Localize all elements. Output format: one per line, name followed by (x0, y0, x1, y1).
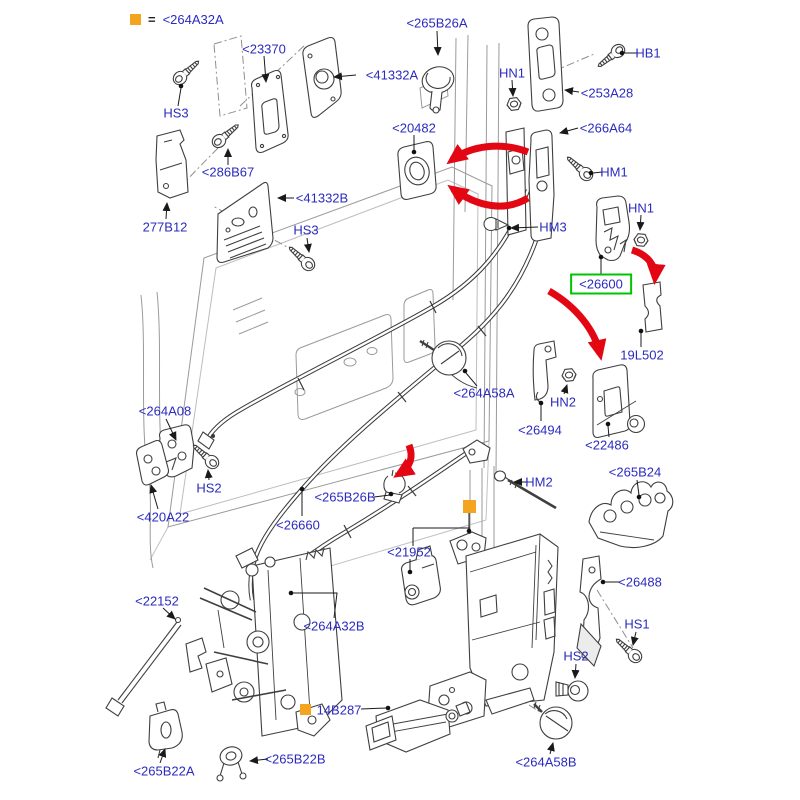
part-art-41332A (302, 36, 342, 118)
part-art-41332B (216, 181, 274, 264)
label-fastener-HS2-a: HS2 (196, 480, 222, 496)
part-art-264A58B (533, 701, 573, 740)
red-arrow-to-265B26B (393, 443, 416, 478)
legend-equals: = (148, 12, 156, 27)
part-art-hs2-b (555, 680, 589, 702)
part-art-265B26B (383, 469, 406, 504)
label-fastener-HM2: HM2 (525, 474, 553, 490)
label-part-26494: <26494 (518, 422, 562, 438)
part-art-hn1-b (632, 232, 650, 248)
part-art-hs1 (611, 634, 645, 666)
label-part-265B26B: <265B26B (314, 489, 376, 505)
parts-art (105, 16, 674, 782)
kit-marker-square-14B287 (300, 704, 311, 715)
label-part-41332B: <41332B (295, 190, 349, 206)
label-part-266A64: <266A64 (579, 120, 633, 136)
part-art-265B22A (148, 701, 183, 759)
red-arrow-to-grommet-upper (446, 142, 530, 165)
part-art-hs3-b (284, 242, 318, 274)
part-art-20482 (397, 141, 437, 200)
part-art-hm1 (562, 152, 596, 184)
part-art-hb1 (593, 41, 628, 72)
part-art-21952 (400, 545, 441, 606)
kit-legend: = <264A32A (130, 12, 224, 27)
part-art-hn1-a (505, 96, 523, 112)
part-art-264A58A (419, 339, 478, 389)
part-art-26488 (576, 555, 602, 668)
label-part-23370: <23370 (242, 41, 286, 57)
part-art-23370 (250, 69, 289, 154)
label-part-265B22B: <265B22B (264, 751, 326, 767)
part-art-26494 (532, 340, 557, 403)
leader-dots (178, 50, 644, 711)
part-art-253A28 (527, 16, 564, 112)
label-part-19L502: 19L502 (620, 347, 664, 363)
red-arrow-to-19L502 (630, 246, 666, 285)
label-part-265B24: <265B24 (608, 464, 662, 480)
label-part-265B22A: <265B22A (133, 763, 195, 779)
label-fastener-HS1: HS1 (624, 616, 650, 632)
part-art-19L502 (642, 281, 663, 333)
label-part-22486: <22486 (585, 437, 629, 453)
label-part-14B287: 14B287 (316, 702, 362, 718)
part-art-265B24 (588, 481, 674, 549)
label-part-277B12: 277B12 (142, 219, 188, 235)
label-fastener-HS3-b: HS3 (293, 222, 319, 238)
part-art-265B26A (421, 66, 455, 114)
label-legend-kit-part: <264A32A (162, 12, 224, 27)
part-art-266A64 (505, 127, 555, 242)
label-part-20482: <20482 (392, 120, 436, 136)
label-part-264A58B: <264A58B (515, 754, 577, 770)
part-art-hn2 (560, 367, 578, 383)
part-art-latch-assembly-264A32B (185, 547, 343, 737)
part-art-cable-crank (462, 439, 491, 464)
label-fastener-HN1-a: HN1 (498, 65, 526, 81)
label-part-22152: <22152 (135, 593, 179, 609)
red-arrows (393, 142, 666, 478)
part-art-22486 (592, 364, 646, 439)
label-fastener-HN2: HN2 (549, 394, 577, 410)
label-fastener-HS2-b: HS2 (563, 648, 589, 664)
label-fastener-HM3: HM3 (539, 219, 567, 235)
part-art-latch-unit-center (427, 525, 559, 729)
label-part-26660: <26660 (276, 517, 320, 533)
label-part-253A28: <253A28 (580, 85, 634, 101)
label-part-264A58A: <264A58A (453, 385, 515, 401)
part-art-hm3 (483, 216, 510, 232)
label-part-265B26A: <265B26A (406, 15, 468, 31)
label-part-21952: <21952 (387, 544, 431, 560)
part-art-14B287 (365, 699, 471, 753)
label-part-286B67: <286B67 (201, 164, 255, 180)
part-art-265B22B (216, 746, 247, 782)
leader-lines (149, 30, 645, 765)
label-part-26488: <26488 (618, 574, 662, 590)
label-part-26600-highlighted: <26600 (570, 273, 632, 295)
label-fastener-HS3-a: HS3 (163, 105, 189, 121)
part-art-22152 (105, 616, 182, 717)
kit-marker-square-21952 (463, 500, 476, 513)
red-arrow-to-22486 (547, 287, 607, 361)
part-art-286B67 (209, 119, 243, 151)
label-fastener-HM1: HM1 (600, 164, 628, 180)
part-art-420A22 (135, 439, 170, 486)
red-arrow-to-grommet-lower (447, 184, 530, 210)
label-part-264A32B: <264A32B (303, 618, 365, 634)
part-art-hs3-a (170, 56, 204, 88)
part-art-26600 (595, 195, 631, 262)
label-fastener-HN1-b: HN1 (627, 200, 655, 216)
label-part-264A08: <264A08 (138, 403, 192, 419)
kit-marker-square-legend (130, 14, 141, 25)
label-part-420A22: <420A22 (136, 509, 190, 525)
part-art-277B12 (155, 129, 189, 199)
label-part-41332A: <41332A (365, 67, 419, 83)
label-fastener-HB1: HB1 (635, 45, 661, 61)
